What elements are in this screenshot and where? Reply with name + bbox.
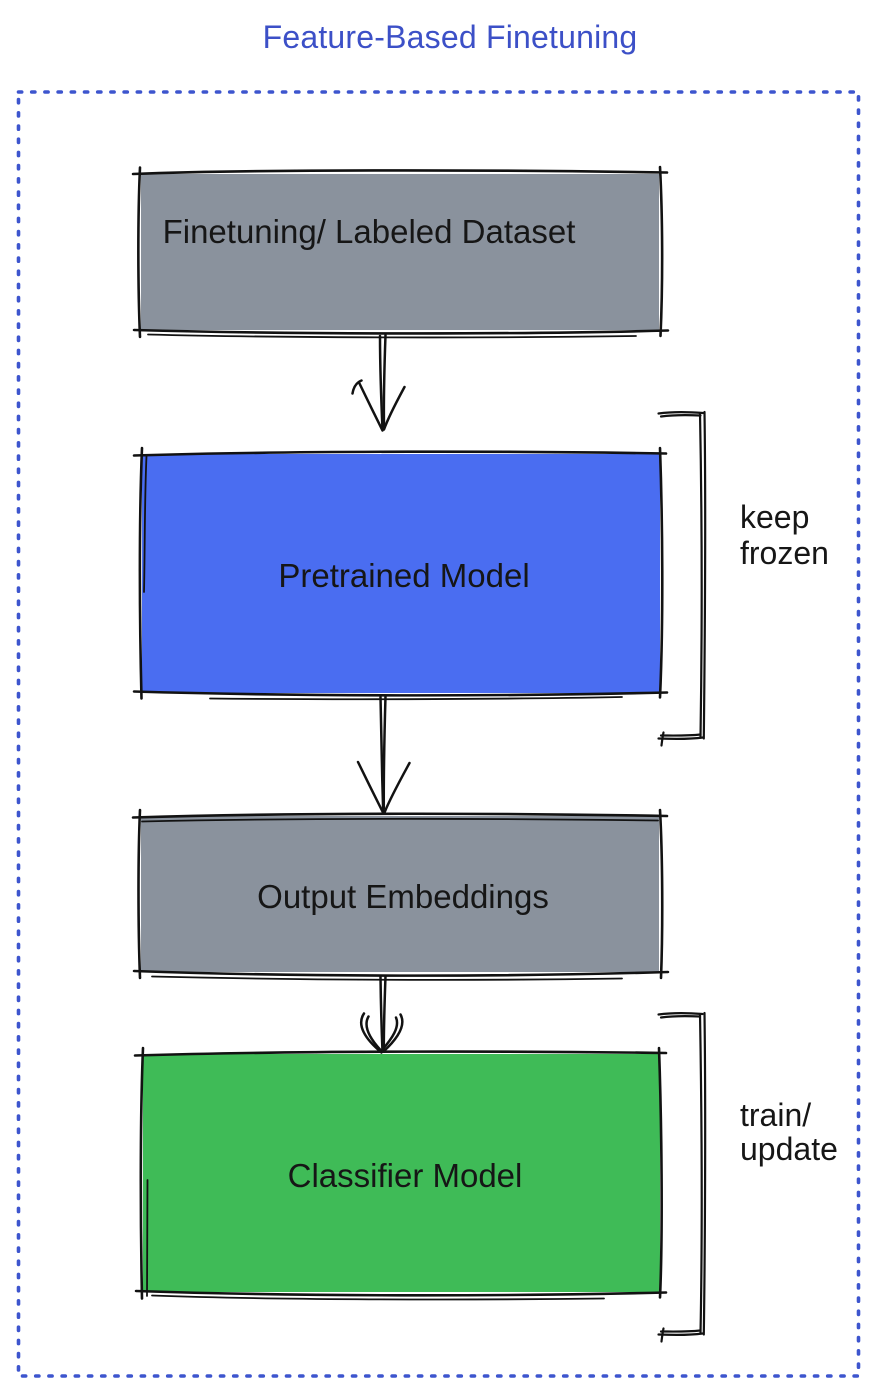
box-outline-bottom: [132, 690, 669, 697]
arrow-head: [351, 379, 363, 395]
pretrained-model-box: [142, 454, 660, 693]
box-outline-bottom: [132, 328, 670, 335]
train-update-bracket: train/ update: [657, 1011, 838, 1343]
box-outline-bottom-double: [151, 1294, 605, 1301]
bracket-vertical-double: [702, 410, 707, 740]
keep-frozen-label-line1: keep: [740, 499, 809, 535]
node-pretrained-model: Pretrained Model: [132, 446, 669, 701]
box-outline-right: [657, 1046, 663, 1299]
bracket-tick: [660, 731, 665, 747]
arrow-head: [381, 1016, 399, 1051]
arrow-head: [382, 1013, 404, 1053]
box-outline-right: [658, 446, 664, 699]
classifier-model-label: Classifier Model: [288, 1157, 523, 1194]
arrow-head: [383, 761, 411, 814]
bracket-vertical-double: [702, 1011, 707, 1336]
bracket-top-double: [659, 413, 702, 418]
bracket-bottom: [657, 1332, 704, 1337]
keep-frozen-bracket: keep frozen: [657, 410, 829, 747]
arrow-head: [365, 1015, 382, 1052]
arrow-head: [359, 1012, 383, 1054]
bracket-vertical: [698, 411, 703, 739]
box-outline-left: [139, 1046, 145, 1300]
box-outline-bottom-double: [209, 696, 623, 701]
bracket-bottom-double: [659, 733, 702, 737]
arrow-shaft: [378, 334, 384, 431]
bracket-top-double: [659, 1014, 702, 1019]
bracket-vertical: [698, 1012, 703, 1335]
arrow-shaft: [382, 974, 387, 1051]
finetuning-dataset-box: [141, 174, 659, 330]
keep-frozen-label-line2: frozen: [740, 535, 829, 571]
arrow-dataset-to-pretrained: [351, 333, 406, 432]
arrow-head: [356, 760, 385, 815]
bracket-top: [657, 411, 705, 415]
box-outline-top: [132, 450, 668, 457]
box-outline-left-double: [146, 1179, 149, 1297]
diagram-container-border: [16, 90, 861, 1378]
box-outline-left: [137, 808, 142, 980]
box-outline-bottom-double: [151, 975, 623, 981]
box-outline-right: [658, 808, 664, 980]
box-outline-left: [137, 166, 142, 339]
box-outline-top: [131, 169, 669, 176]
box-outline-bottom: [134, 1289, 668, 1297]
box-outline-left-double: [143, 455, 148, 593]
arrow-shaft: [382, 694, 387, 810]
bracket-bottom-double: [659, 1329, 702, 1333]
arrow-shaft: [379, 975, 384, 1053]
box-outline-bottom-double: [147, 333, 637, 339]
node-output-embeddings: Output Embeddings: [131, 808, 670, 981]
box-outline-top: [131, 812, 669, 819]
box-outline-bottom: [132, 969, 670, 977]
output-embeddings-box: [141, 816, 659, 972]
arrow-embeddings-to-classifier: [359, 974, 404, 1054]
bracket-tick: [660, 1327, 665, 1343]
box-outline-right: [658, 165, 664, 338]
pretrained-model-label: Pretrained Model: [278, 557, 529, 594]
diagram-title: Feature-Based Finetuning: [263, 19, 638, 55]
train-update-label-line2: update: [740, 1131, 838, 1167]
box-outline-top: [133, 1050, 668, 1057]
node-finetuning-dataset: Finetuning/ Labeled Dataset: [131, 165, 670, 339]
arrow-pretrained-to-embeddings: [356, 694, 411, 815]
node-classifier-model: Classifier Model: [133, 1046, 668, 1301]
box-outline-top-double: [141, 818, 659, 823]
classifier-model-box: [143, 1054, 660, 1292]
arrow-head: [382, 385, 406, 431]
arrow-shaft: [382, 333, 387, 428]
arrow-head: [357, 381, 384, 432]
box-outline-left: [138, 446, 144, 700]
finetuning-dataset-label: Finetuning/ Labeled Dataset: [163, 213, 576, 250]
bracket-top: [657, 1012, 704, 1016]
train-update-label-line1: train/: [740, 1097, 811, 1133]
output-embeddings-label: Output Embeddings: [257, 878, 549, 915]
bracket-bottom: [657, 736, 705, 741]
